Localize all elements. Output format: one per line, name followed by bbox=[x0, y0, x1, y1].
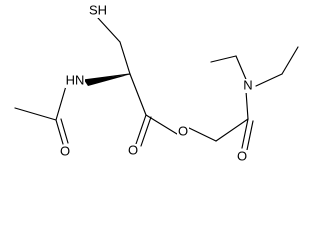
bond-acetyl-oxygen-2 bbox=[60, 118, 69, 144]
amide-oxygen-label: O bbox=[237, 148, 247, 163]
bond-layer bbox=[14, 17, 299, 151]
sulfhydryl-label: SH bbox=[89, 2, 107, 17]
wedge-alpha-carbon-to-nh bbox=[84, 75, 128, 86]
bond-alpha-carbon-carbonyl bbox=[129, 73, 147, 116]
amine-label: HN bbox=[66, 72, 85, 87]
bond-ethyl-2-methyl bbox=[281, 46, 299, 75]
sh-label-background bbox=[89, 4, 107, 18]
molecule-structure: SH HN O O O N O bbox=[14, 2, 299, 164]
ester-carbonyl-oxygen-label-background bbox=[127, 144, 139, 158]
amide-oxygen-label-background bbox=[236, 150, 248, 164]
nh-label-background bbox=[65, 74, 85, 88]
wedge-bond bbox=[84, 75, 128, 86]
bond-carbonyl-ester-oxygen bbox=[145, 114, 178, 135]
bond-acetyl-methyl bbox=[14, 107, 57, 121]
bond-ethyl-1-methyl bbox=[210, 55, 237, 63]
bond-ester-oxygen-methylene bbox=[186, 126, 217, 142]
acetyl-oxygen-label: O bbox=[60, 143, 70, 158]
ester-oxygen-label: O bbox=[178, 123, 188, 138]
amide-nitrogen-label-background bbox=[242, 79, 254, 93]
acetyl-oxygen-label-background bbox=[59, 145, 71, 159]
bond-sh-ch2 bbox=[97, 17, 121, 43]
ester-carbonyl-oxygen-label: O bbox=[128, 142, 138, 157]
ester-oxygen-label-background bbox=[177, 125, 189, 139]
bond-ch2-alpha-carbon bbox=[119, 41, 131, 75]
amide-nitrogen-label: N bbox=[243, 77, 252, 92]
bond-ester-carbonyl-oxygen-1 bbox=[135, 114, 147, 145]
bond-acetyl-oxygen-1 bbox=[55, 119, 64, 145]
bond-amide-carbon-oxygen-2 bbox=[246, 120, 254, 151]
diagram-canvas: SH HN O O O N O bbox=[14, 2, 299, 164]
bond-ester-carbonyl-oxygen-2 bbox=[140, 116, 152, 147]
bond-nh-alpha-carbon bbox=[83, 73, 131, 81]
bond-nh-acetyl-carbon bbox=[55, 85, 67, 121]
bond-nitrogen-ethyl-2 bbox=[255, 73, 283, 87]
bond-amide-carbon-nitrogen bbox=[245, 90, 249, 120]
atom-labels: SH HN O O O N O bbox=[59, 2, 254, 164]
bond-methylene-amide-carbon bbox=[215, 118, 249, 142]
bond-amide-carbon-oxygen-1 bbox=[241, 118, 249, 149]
